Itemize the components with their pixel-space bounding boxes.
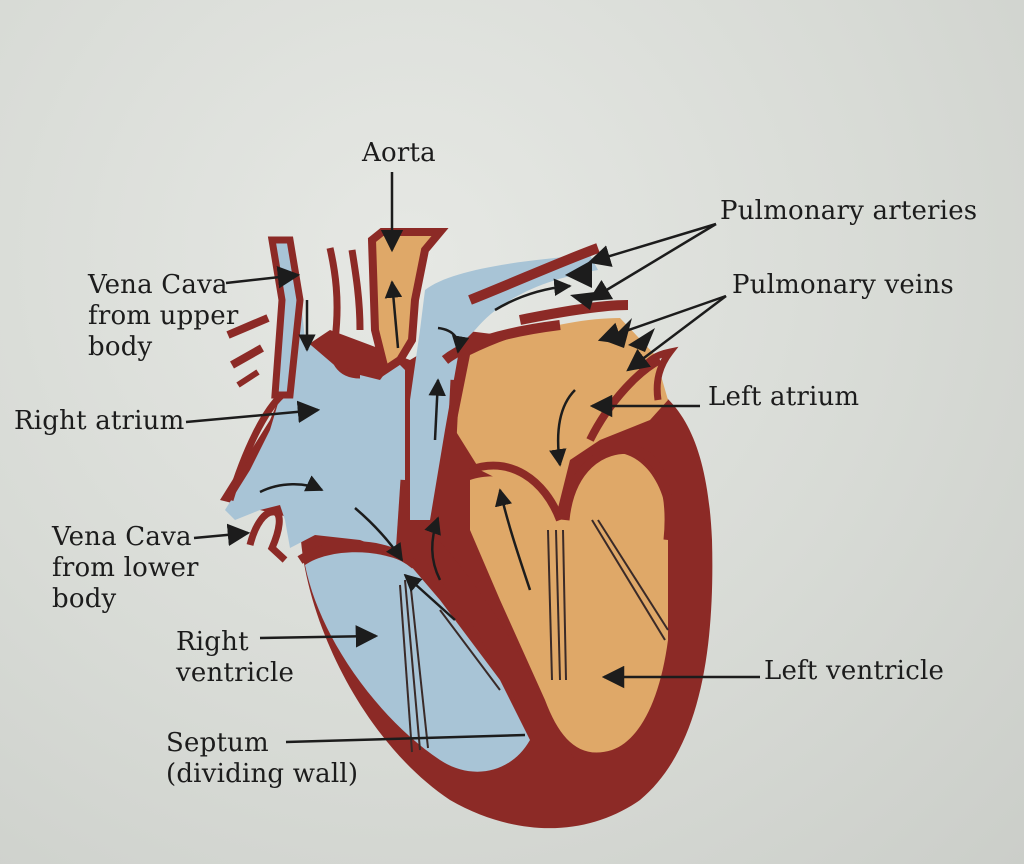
leader-vena-cava-upper <box>225 266 301 289</box>
leader-lines <box>185 172 760 744</box>
leader-pulmonary-arteries-2 <box>588 222 717 302</box>
label-aorta: Aorta <box>362 138 436 168</box>
superior-vena-cava-vessel <box>267 236 304 399</box>
right-ventricle-chamber <box>305 552 530 772</box>
label-vena-cava-upper: Vena Cava from upper body <box>88 270 239 362</box>
pulmonary-vein-vessel <box>519 300 629 325</box>
label-vena-cava-lower: Vena Cava from lower body <box>52 522 199 614</box>
vena-cava-lower-vessel <box>246 508 288 563</box>
label-left-atrium: Left atrium <box>708 382 860 412</box>
label-pulmonary-arteries: Pulmonary arteries <box>720 196 978 226</box>
label-left-ventricle: Left ventricle <box>764 656 945 686</box>
label-right-atrium: Right atrium <box>14 406 185 436</box>
leader-vena-cava-lower <box>193 523 251 547</box>
leader-right-ventricle <box>259 625 379 648</box>
leader-right-atrium <box>185 400 321 424</box>
chordae-tendineae <box>399 519 669 753</box>
label-pulmonary-veins: Pulmonary veins <box>732 270 954 300</box>
leader-pulmonary-veins-1 <box>597 294 727 344</box>
label-right-ventricle: Right ventricle <box>176 627 295 688</box>
aorta-vessel <box>367 228 449 377</box>
pulmonary-trunk-vessel <box>410 255 598 520</box>
leader-pulmonary-arteries-1 <box>587 222 717 267</box>
leader-pulmonary-veins-2 <box>626 295 727 372</box>
septum-wall <box>420 520 575 770</box>
pulmonary-artery-vessel <box>468 243 600 305</box>
label-septum: Septum (dividing wall) <box>166 728 359 789</box>
blood-flow-arrows <box>259 278 576 621</box>
leader-septum <box>285 733 526 744</box>
